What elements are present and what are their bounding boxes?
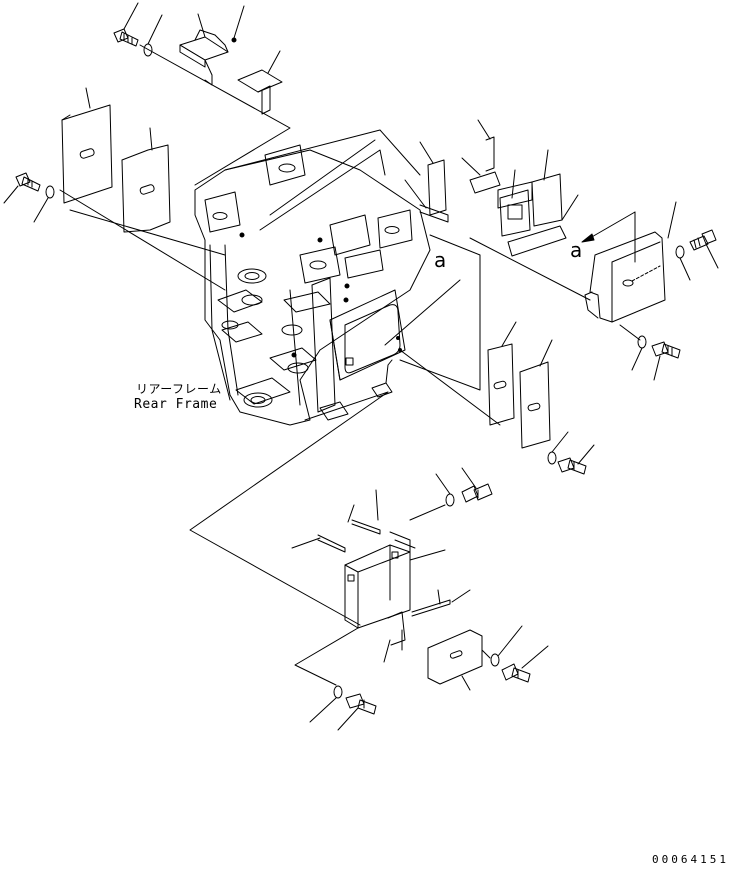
bolt-right [690,230,716,250]
bracket-top-b [238,70,282,114]
plate-left-a [62,105,112,203]
plate-lower-right [428,630,482,684]
bolt-lower-top [462,484,492,502]
drawing-code: 00064151 [652,853,729,866]
rivet-top [232,38,236,42]
lower-right-fasteners [482,626,548,682]
right-cover-group [582,202,718,322]
guide-frame-bottom [190,392,388,625]
strip-d [412,600,450,616]
top-bolt-washer-group [114,3,290,185]
reference-a-right: a [570,238,583,262]
bolt-left [16,173,40,191]
bottom-fasteners [310,686,376,730]
bolt-right-low [558,458,586,474]
lower-cover-group [292,468,492,690]
plate-right-a [488,322,516,425]
strip-b [352,520,380,534]
washer-lower-top [446,494,454,506]
bolt-right-mid [652,342,680,358]
washer-bottom [334,686,342,698]
bolt-lower-right [502,664,530,682]
washer-right-low [548,452,556,464]
guide-frame-to-right-plates [400,350,500,425]
strip-c [388,612,405,645]
rear-frame-label-en: Rear Frame [134,397,218,412]
left-plates-group [4,88,225,290]
plate-right-b [520,340,552,448]
washer-top-left [144,44,152,56]
reference-a-left: a [434,248,447,272]
washer-right [676,246,684,258]
washer-right-mid [638,336,646,348]
rear-frame-label-jp: リアーフレーム [136,382,222,396]
bracket-top-a [180,30,228,85]
washer-left [46,186,54,198]
box-cover [345,532,415,628]
guide-frame-right [400,235,480,390]
upper-small-parts-group [405,120,578,256]
cover-right [590,232,665,322]
plate-left-b [122,145,170,232]
rear-frame [195,130,430,425]
washer-lower-right [491,654,499,666]
right-mid-group [488,322,680,474]
strip-a [318,535,345,552]
bolt-bottom [346,694,376,714]
bolt-top-left [114,29,138,46]
